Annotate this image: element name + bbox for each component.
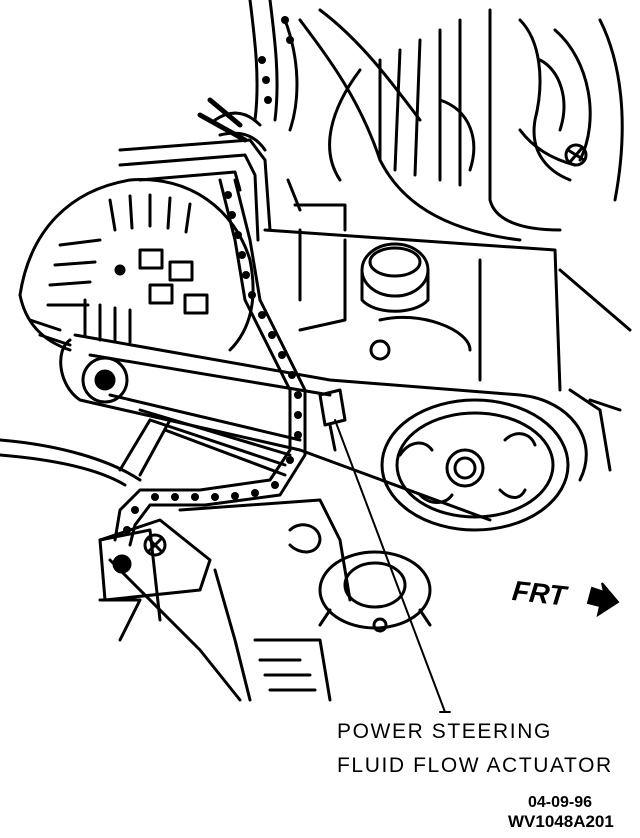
- pump-flange: [288, 523, 432, 633]
- alternator-pulley: [81, 356, 129, 404]
- figure-id: WV1048A201: [508, 812, 614, 831]
- date-code: 04-09-96: [528, 794, 593, 811]
- engine-block: [263, 228, 632, 472]
- lower-hoses: [0, 418, 352, 702]
- callout-leader-line: [334, 419, 446, 713]
- intake-manifold: [298, 8, 624, 242]
- reservoir-cap: [360, 242, 430, 313]
- wire-loom-wrap: [123, 16, 302, 534]
- wire-loom: [113, 178, 307, 547]
- wiring-harness: [197, 0, 347, 232]
- alternator: [18, 178, 255, 352]
- flow-actuator-fitting: [318, 388, 347, 452]
- front-direction-label: FRT: [510, 575, 568, 612]
- serpentine-belt: [59, 333, 588, 522]
- callout-label-line-2: FLUID FLOW ACTUATOR: [337, 754, 613, 777]
- manifold-nut: [564, 143, 588, 167]
- front-direction-arrow-icon: [586, 582, 620, 618]
- mount-bracket: [98, 518, 212, 602]
- callout-label-line-1: POWER STEERING: [337, 720, 552, 743]
- coolant-pipes: [118, 138, 272, 242]
- frame-rail: [213, 568, 332, 702]
- power-steering-pulley: [380, 398, 570, 532]
